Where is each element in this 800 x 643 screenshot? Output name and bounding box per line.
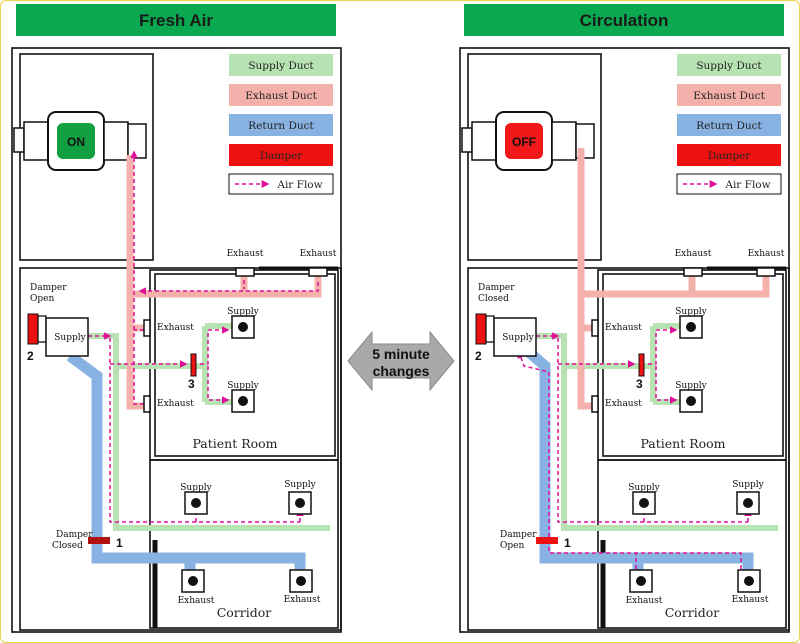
legend-return-swatch <box>229 114 333 136</box>
fan-status-badge <box>505 123 543 159</box>
label-damper1-num: 1 <box>116 536 123 550</box>
label-corr-supply-1: Supply <box>180 483 212 493</box>
supply-fan: Supply <box>485 315 537 357</box>
label-damper1-num: 1 <box>564 536 571 550</box>
grilles <box>143 267 328 593</box>
label-damper3-num: 3 <box>188 377 195 391</box>
damper-2 <box>27 313 39 345</box>
legend-exhaust-label: Exhaust Duct <box>245 90 317 102</box>
label-room-exhaust-1: Exhaust <box>605 323 642 333</box>
panel-title: Circulation <box>580 11 669 30</box>
fan-unit: OFF <box>461 111 595 171</box>
legend-airflow-box <box>676 173 782 195</box>
legend-return-label: Return Duct <box>696 120 762 132</box>
label-corr-supply-1: Supply <box>628 483 660 493</box>
legend-exhaust-label: Exhaust Duct <box>693 90 765 102</box>
damper-3 <box>190 353 197 377</box>
legend-exhaust-swatch <box>229 84 333 106</box>
damper-1 <box>88 537 110 544</box>
legend-airflow-label: Air Flow <box>276 179 322 191</box>
legend-supply-label: Supply Duct <box>696 60 762 72</box>
five-minute-changes-arrow: 5 minute changes <box>347 330 455 392</box>
center-label-line1: 5 minute <box>372 346 430 362</box>
fan-status-badge <box>57 123 95 159</box>
label-damper2-line1: Damper <box>30 283 67 293</box>
legend: Supply Duct Exhaust Duct Return Duct Dam… <box>676 54 782 195</box>
label-damper1-line1: Damper <box>500 530 537 540</box>
label-room-supply-1: Supply <box>675 307 707 317</box>
label-damper2-line1: Damper <box>478 283 515 293</box>
air-flow-paths <box>88 150 319 523</box>
fan-unit: ON <box>13 111 147 171</box>
label-corr-exhaust-2: Exhaust <box>284 595 321 605</box>
panel-title-bar <box>16 4 336 36</box>
label-room-exhaust-2: Exhaust <box>605 399 642 409</box>
label-damper2-num: 2 <box>475 349 482 363</box>
label-corr-exhaust-2: Exhaust <box>732 595 769 605</box>
label-exhaust-top-2: Exhaust <box>748 249 785 259</box>
legend-airflow-label: Air Flow <box>724 179 770 191</box>
legend-damper-swatch <box>229 144 333 166</box>
fan-status-text: OFF <box>512 135 536 149</box>
label-exhaust-top-1: Exhaust <box>227 249 264 259</box>
legend-return-swatch <box>677 114 781 136</box>
label-corr-exhaust-1: Exhaust <box>178 596 215 606</box>
supply-fan-label: Supply <box>54 333 86 343</box>
legend-damper-label: Damper <box>708 150 752 162</box>
supply-fan-label: Supply <box>502 333 534 343</box>
fan-status-text: ON <box>67 135 85 149</box>
label-damper2-line2: Open <box>30 294 54 304</box>
label-exhaust-top-1: Exhaust <box>675 249 712 259</box>
label-damper1-line1: Damper <box>56 530 93 540</box>
legend-damper-label: Damper <box>260 150 304 162</box>
exhaust-duct <box>577 148 770 410</box>
label-room-supply-2: Supply <box>227 381 259 391</box>
label-exhaust-top-2: Exhaust <box>300 249 337 259</box>
legend: Supply Duct Exhaust Duct Return Duct Dam… <box>228 54 334 195</box>
legend-supply-swatch <box>229 54 333 76</box>
panel-title-bar <box>464 4 784 36</box>
label-patient-room: Patient Room <box>192 436 277 451</box>
label-damper1-line2: Open <box>500 541 524 551</box>
legend-supply-swatch <box>677 54 781 76</box>
legend-damper-swatch <box>677 144 781 166</box>
panel-title: Fresh Air <box>139 11 213 30</box>
label-corridor: Corridor <box>217 605 272 620</box>
label-room-exhaust-2: Exhaust <box>157 399 194 409</box>
panel-fresh-air: Fresh Air Supply Duct Exhaust Duct Retur… <box>11 4 342 633</box>
legend-exhaust-swatch <box>677 84 781 106</box>
label-room-supply-1: Supply <box>227 307 259 317</box>
label-patient-room: Patient Room <box>640 436 725 451</box>
legend-supply-label: Supply Duct <box>248 60 314 72</box>
supply-fan: Supply <box>37 315 89 357</box>
label-damper3-num: 3 <box>636 377 643 391</box>
label-corr-supply-2: Supply <box>732 480 764 490</box>
damper-3 <box>638 353 645 377</box>
label-damper1-line2: Closed <box>52 541 83 551</box>
damper-2 <box>475 313 487 345</box>
label-room-exhaust-1: Exhaust <box>157 323 194 333</box>
damper-1 <box>536 537 558 544</box>
label-corridor: Corridor <box>665 605 720 620</box>
label-corr-supply-2: Supply <box>284 480 316 490</box>
center-label-line2: changes <box>373 363 430 379</box>
legend-return-label: Return Duct <box>248 120 314 132</box>
label-corr-exhaust-1: Exhaust <box>626 596 663 606</box>
legend-airflow-box <box>228 173 334 195</box>
label-room-supply-2: Supply <box>675 381 707 391</box>
label-damper2-num: 2 <box>27 349 34 363</box>
panel-circulation: Circulation Supply Duct Exhaust Duct Ret… <box>459 4 790 633</box>
label-damper2-line2: Closed <box>478 294 509 304</box>
